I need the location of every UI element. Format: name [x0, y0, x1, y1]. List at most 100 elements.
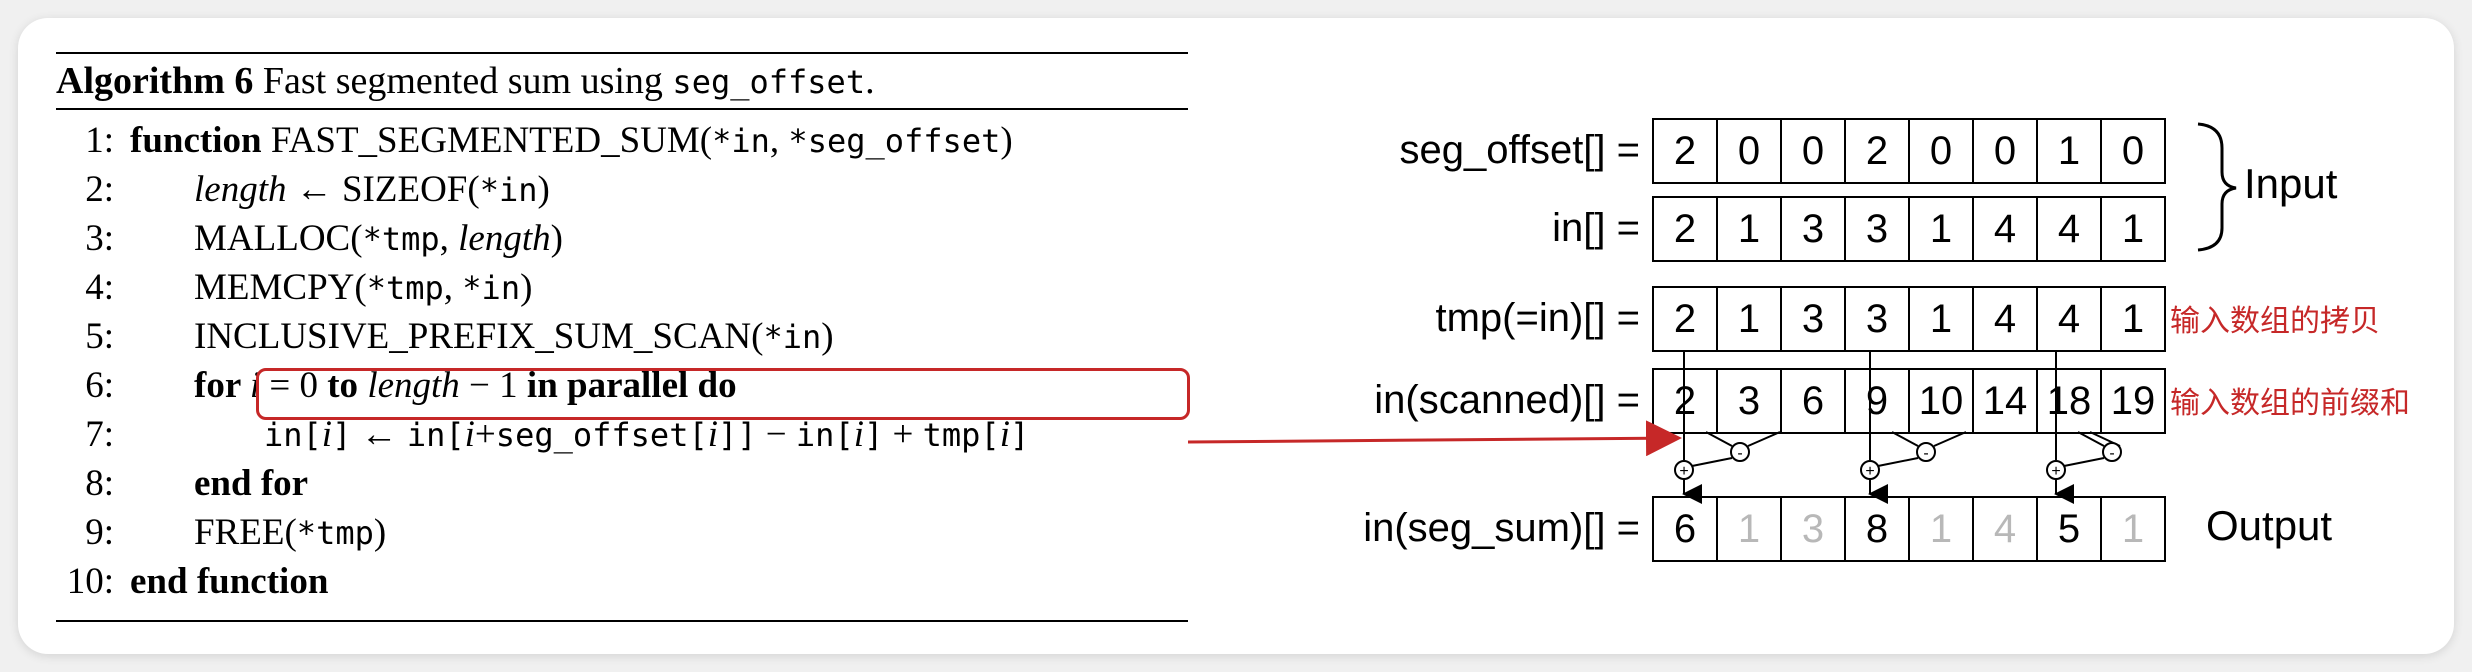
- code-token: *tmp: [296, 514, 374, 552]
- minus-to-plus: [2063, 457, 2105, 467]
- array-cell: 2: [1652, 286, 1718, 352]
- array-cell: 3: [1780, 286, 1846, 352]
- top-rule: [56, 52, 1188, 54]
- array-cell: 6: [1780, 368, 1846, 434]
- code-token: in parallel do: [526, 365, 737, 406]
- code-token: i: [707, 414, 718, 455]
- code-token: *seg_offset: [788, 122, 1001, 160]
- next-connector: [1933, 431, 1967, 447]
- row-label: in(seg_sum)[] =: [1363, 506, 1640, 550]
- array-cell: 0: [1908, 118, 1974, 184]
- code-token: to: [327, 365, 368, 406]
- code-token: ]: [1009, 416, 1030, 454]
- code-token: *in: [462, 269, 521, 307]
- algorithm-line: 5:INCLUSIVE_PREFIX_SUM_SCAN(*in): [56, 312, 1188, 362]
- code-token: +: [883, 414, 923, 455]
- minus-to-plus: [1691, 457, 1733, 467]
- array-row: 236910141819: [1652, 368, 2166, 434]
- minus-node: [1916, 442, 1936, 462]
- code-token: ): [1000, 120, 1013, 161]
- input-label: Input: [2244, 160, 2338, 207]
- code-token: end for: [194, 463, 309, 504]
- code-token: INCLUSIVE_PREFIX_SUM_SCAN: [194, 316, 752, 357]
- code-token: (: [284, 512, 297, 553]
- array-cell: 1: [2100, 496, 2166, 562]
- minus-node: [2102, 442, 2122, 462]
- array-cell: 2: [1844, 118, 1910, 184]
- code-token: ): [821, 316, 834, 357]
- line-number: 2:: [85, 169, 114, 210]
- code-token: +: [474, 414, 496, 455]
- highlight-arrow: [1187, 420, 1682, 457]
- code-token: i: [853, 414, 864, 455]
- algorithm-line: 10:end function: [56, 557, 1188, 607]
- algorithm-body: 1: function FAST_SEGMENTED_SUM(*in, *seg_…: [56, 110, 1188, 610]
- code-token: ←: [351, 414, 407, 455]
- code-token: tmp[: [922, 416, 1000, 454]
- minus-sign: -: [1737, 445, 1742, 462]
- note-tmp-copy: 输入数组的拷贝: [2170, 304, 2380, 339]
- algorithm-line: 9: FREE(*tmp): [56, 508, 1188, 558]
- code-token: length: [194, 169, 287, 210]
- array-cell: 1: [2036, 118, 2102, 184]
- algorithm-title-code: seg_offset: [672, 63, 866, 101]
- code-token: ]: [863, 416, 884, 454]
- array-cell: 4: [1972, 196, 2038, 262]
- code-token: ]: [332, 416, 352, 454]
- plus-sign: +: [2051, 463, 2060, 480]
- array-cell: 10: [1908, 368, 1974, 434]
- code-token: ,: [439, 218, 459, 259]
- code-token: i: [464, 414, 475, 455]
- array-cell: 0: [1716, 118, 1782, 184]
- code-token: end function: [130, 561, 329, 602]
- line-code: FREE(*tmp): [194, 508, 386, 558]
- line-code: MEMCPY(*tmp, *in): [194, 263, 532, 313]
- array-cell: 0: [2100, 118, 2166, 184]
- code-token: ,: [443, 267, 463, 308]
- line-code: length ← SIZEOF(*in): [194, 165, 550, 215]
- minus-sign: -: [2109, 445, 2114, 462]
- row-label: in(scanned)[] =: [1374, 378, 1640, 422]
- algorithm-box: Algorithm 6 Fast segmented sum using seg…: [56, 52, 1188, 610]
- code-token: ,: [769, 120, 789, 161]
- code-token: (: [350, 218, 363, 259]
- array-cell: 6: [1652, 496, 1718, 562]
- minus-to-plus: [1877, 457, 1919, 467]
- output-label: Output: [2206, 502, 2333, 549]
- code-token: SIZEOF: [341, 169, 468, 210]
- header-rule: [56, 108, 1188, 110]
- self-connector: [2077, 431, 2105, 447]
- code-token: MALLOC: [194, 218, 351, 259]
- code-token: *in: [479, 171, 538, 209]
- algorithm-line: 8:end for: [56, 459, 1188, 509]
- line-number: 3:: [85, 218, 114, 259]
- array-cell: 8: [1844, 496, 1910, 562]
- row-label: tmp(=in)[] =: [1435, 296, 1640, 340]
- algorithm-title: Fast segmented sum using: [262, 60, 663, 102]
- code-token: i: [321, 414, 333, 455]
- array-cell: 1: [1716, 286, 1782, 352]
- array-cell: 14: [1972, 368, 2038, 434]
- line-code: function FAST_SEGMENTED_SUM(*in, *seg_of…: [130, 116, 1013, 166]
- array-cell: 1: [2100, 196, 2166, 262]
- next-connector: [1747, 431, 1781, 447]
- array-cell: 1: [1908, 496, 1974, 562]
- minus-node: [1730, 442, 1750, 462]
- row-label: in[] =: [1552, 206, 1640, 250]
- self-connector: [1705, 431, 1733, 447]
- code-token: ): [373, 512, 387, 553]
- line-number: 1:: [85, 120, 114, 161]
- line-code: in[i] ← in[i+seg_offset[i]] − in[i] + tm…: [264, 410, 1029, 460]
- code-token: i: [249, 365, 261, 406]
- code-token: ): [537, 169, 550, 210]
- minus-sign: -: [1923, 445, 1928, 462]
- code-token: in[: [406, 416, 465, 454]
- algorithm-line: 2: length ← SIZEOF(*in): [56, 165, 1188, 215]
- array-cell: 5: [2036, 496, 2102, 562]
- line-number: 9:: [85, 512, 114, 553]
